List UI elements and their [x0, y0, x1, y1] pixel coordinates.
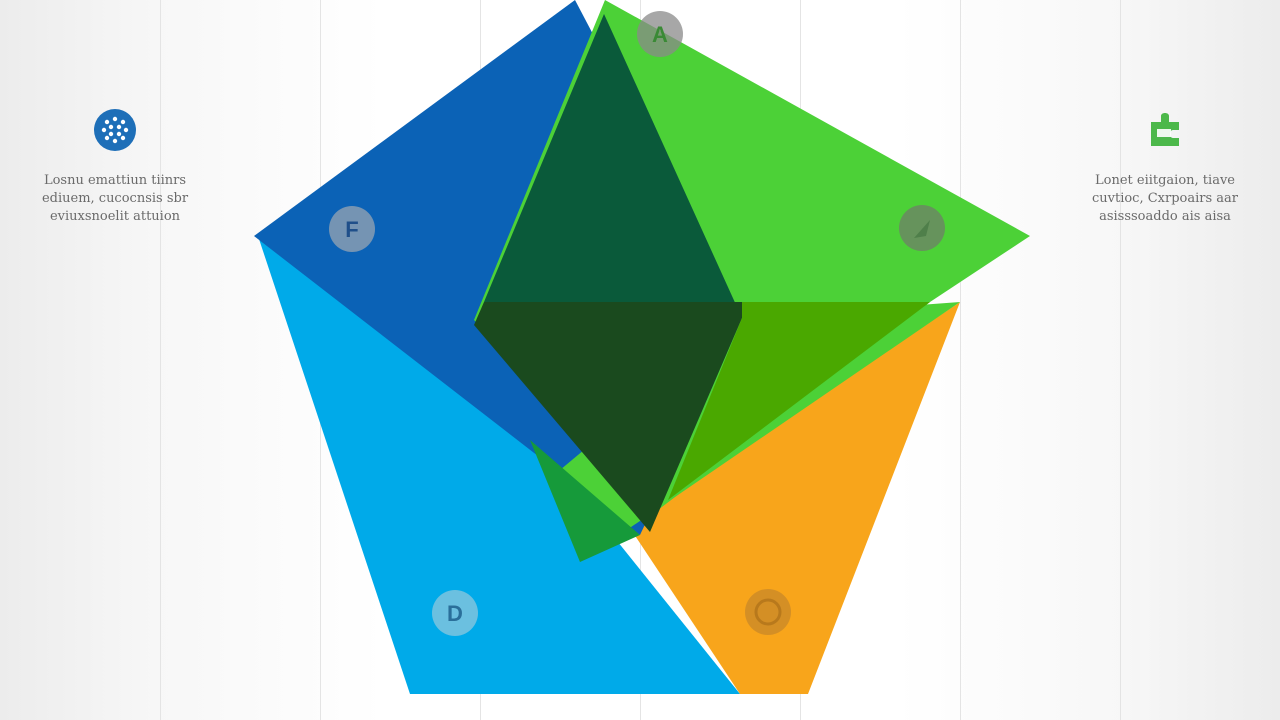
left-caption-line: Losnu emattiun tiinrs — [43, 173, 187, 188]
left-caption-line: eviuxsnoelit attuion — [49, 209, 181, 224]
right-info-block: Lonet eiitgaion, tiave cuvtioc, Cxrpoair… — [1065, 108, 1265, 226]
right-caption-line: asisssoaddo ais aisa — [1099, 209, 1231, 224]
left-caption: Losnu emattiun tiinrs ediuem, cucocnsis … — [15, 172, 215, 226]
right-caption-line: cuvtioc, Cxrpoairs aar — [1091, 191, 1239, 206]
marker-label: D — [447, 601, 463, 626]
background-stripe — [960, 0, 961, 720]
overlap-region — [474, 302, 742, 532]
right-caption-line: Lonet eiitgaion, tiave — [1095, 173, 1235, 188]
marker-a: A — [637, 11, 683, 57]
segment-e — [628, 302, 960, 694]
marker-d: D — [432, 590, 478, 636]
puzzle-icon — [1151, 113, 1179, 146]
leaf-icon — [914, 220, 930, 238]
marker-label: A — [652, 22, 668, 47]
smile-icon — [754, 598, 782, 626]
right-caption: Lonet eiitgaion, tiave cuvtioc, Cxrpoair… — [1065, 172, 1265, 226]
marker-b — [899, 205, 945, 251]
left-info-block: Losnu emattiun tiinrs ediuem, cucocnsis … — [15, 108, 215, 226]
globe-icon — [94, 109, 136, 151]
overlap-region — [484, 14, 742, 318]
left-caption-line: ediuem, cucocnsis sbr — [41, 191, 189, 206]
background-stripe — [160, 0, 161, 720]
overlap-region — [668, 302, 930, 500]
marker-f: F — [329, 206, 375, 252]
background-stripe — [1120, 0, 1121, 720]
marker-e — [745, 589, 791, 635]
segment-d — [258, 236, 740, 694]
marker-label: F — [345, 217, 358, 242]
overlap-region — [530, 440, 640, 562]
